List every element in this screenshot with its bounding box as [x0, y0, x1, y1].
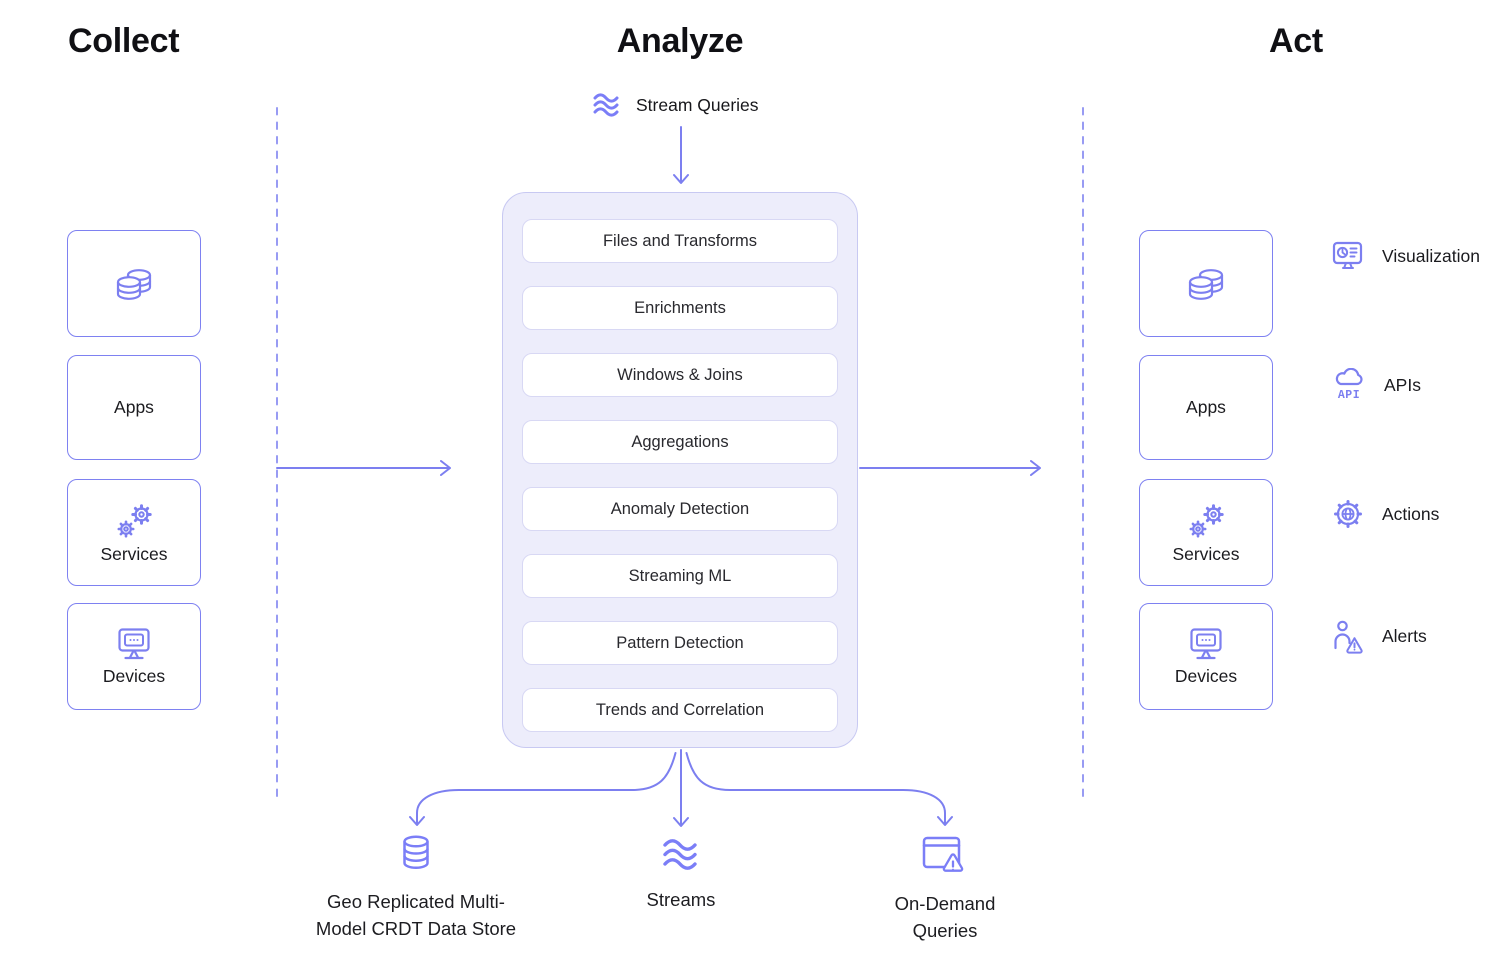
streams-sink: Streams	[531, 836, 831, 913]
streams-label: Streams	[646, 889, 716, 910]
actions-label: Actions	[1382, 503, 1440, 524]
monitor-icon	[112, 627, 156, 663]
act-databases-box	[1139, 230, 1273, 337]
apps-label: Apps	[1186, 396, 1226, 417]
gears-icon	[113, 501, 155, 541]
arrow-stream-queries	[673, 126, 689, 184]
geo-store-label-line1: Geo Replicated Multi-	[327, 891, 505, 912]
pipeline-step: Pattern Detection	[522, 621, 838, 665]
person-alert-icon	[1331, 618, 1365, 654]
on-demand-queries-sink: On-Demand Queries	[795, 834, 1095, 944]
visualization-icon	[1331, 240, 1365, 272]
pipeline-step: Trends and Correlation	[522, 688, 838, 732]
pipeline-step: Enrichments	[522, 286, 838, 330]
arrow-to-geo-store	[409, 752, 677, 826]
devices-label: Devices	[102, 666, 166, 687]
stream-queries: Stream Queries	[592, 92, 759, 118]
monitor-icon	[1184, 627, 1228, 663]
waves-icon	[592, 92, 622, 118]
database-icon	[395, 832, 437, 876]
arrow-collect-to-analyze	[276, 460, 451, 476]
pipeline-step: Windows & Joins	[522, 353, 838, 397]
arrow-to-streams	[673, 749, 689, 827]
act-item-alerts: Alerts	[1331, 618, 1427, 654]
act-services-box: Services	[1139, 479, 1273, 586]
collect-heading: Collect	[68, 22, 180, 60]
collect-databases-box	[67, 230, 201, 337]
devices-label: Devices	[1174, 666, 1238, 687]
analyze-heading: Analyze	[616, 22, 744, 60]
apis-label: APIs	[1384, 374, 1421, 395]
collect-services-box: Services	[67, 479, 201, 586]
collect-apps-box: Apps	[67, 355, 201, 460]
gears-icon	[1185, 501, 1227, 541]
gear-globe-icon	[1331, 496, 1365, 532]
act-apps-box: Apps	[1139, 355, 1273, 460]
pipeline-step: Streaming ML	[522, 554, 838, 598]
act-item-actions: Actions	[1331, 496, 1439, 532]
act-heading: Act	[1269, 22, 1323, 60]
analyze-pipeline-container: Files and Transforms Enrichments Windows…	[502, 192, 858, 748]
act-item-visualization: Visualization	[1331, 240, 1480, 272]
pipeline-step: Aggregations	[522, 420, 838, 464]
pipeline-step: Anomaly Detection	[522, 487, 838, 531]
databases-icon	[1182, 263, 1230, 305]
collect-devices-box: Devices	[67, 603, 201, 710]
alerts-label: Alerts	[1382, 625, 1427, 646]
act-item-apis: API APIs	[1331, 368, 1421, 402]
on-demand-label-line2: Queries	[912, 920, 978, 941]
api-icon-text: API	[1338, 389, 1360, 402]
databases-icon	[110, 263, 158, 305]
act-devices-box: Devices	[1139, 603, 1273, 710]
visualization-label: Visualization	[1382, 245, 1480, 266]
stream-queries-label: Stream Queries	[636, 94, 759, 115]
cloud-api-icon: API	[1331, 368, 1367, 402]
arrow-analyze-to-act	[859, 460, 1041, 476]
arrow-to-on-demand	[685, 752, 953, 826]
waves-icon	[659, 836, 703, 874]
on-demand-label-line1: On-Demand	[894, 893, 996, 914]
services-label: Services	[1172, 544, 1240, 565]
geo-store-sink: Geo Replicated Multi- Model CRDT Data St…	[266, 832, 566, 942]
geo-store-label-line2: Model CRDT Data Store	[315, 918, 517, 939]
query-warning-icon	[921, 834, 969, 878]
pipeline-step: Files and Transforms	[522, 219, 838, 263]
services-label: Services	[100, 544, 168, 565]
apps-label: Apps	[114, 396, 154, 417]
